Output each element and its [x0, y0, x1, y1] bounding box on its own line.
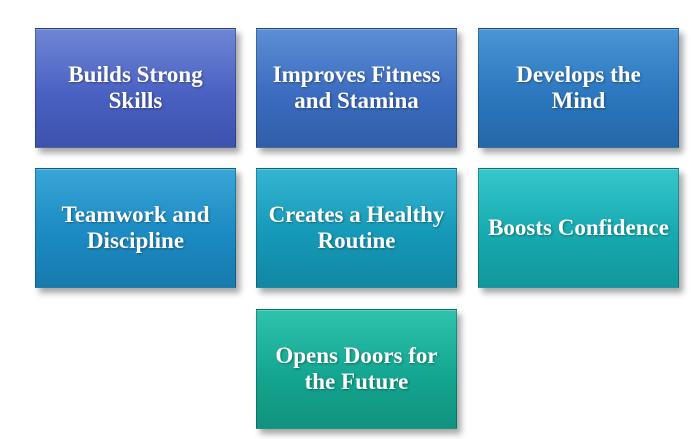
- tile-healthy-routine: Creates a Healthy Routine: [256, 168, 457, 288]
- tile-opens-doors: Opens Doors for the Future: [256, 309, 457, 429]
- tile-label: Develops the Mind: [516, 62, 641, 113]
- tile-label: Teamwork and Discipline: [61, 202, 210, 253]
- tile-boosts-confidence: Boosts Confidence: [478, 168, 679, 288]
- tile-label: Opens Doors for the Future: [275, 343, 438, 394]
- tile-teamwork-discipline: Teamwork and Discipline: [35, 168, 236, 288]
- tile-label: Improves Fitness and Stamina: [272, 62, 441, 113]
- tile-label: Boosts Confidence: [488, 215, 669, 240]
- tile-builds-strong-skills: Builds Strong Skills: [35, 28, 236, 148]
- tile-label: Builds Strong Skills: [68, 62, 203, 113]
- tile-label: Creates a Healthy Routine: [268, 202, 445, 253]
- tile-develops-mind: Develops the Mind: [478, 28, 679, 148]
- tile-improves-fitness: Improves Fitness and Stamina: [256, 28, 457, 148]
